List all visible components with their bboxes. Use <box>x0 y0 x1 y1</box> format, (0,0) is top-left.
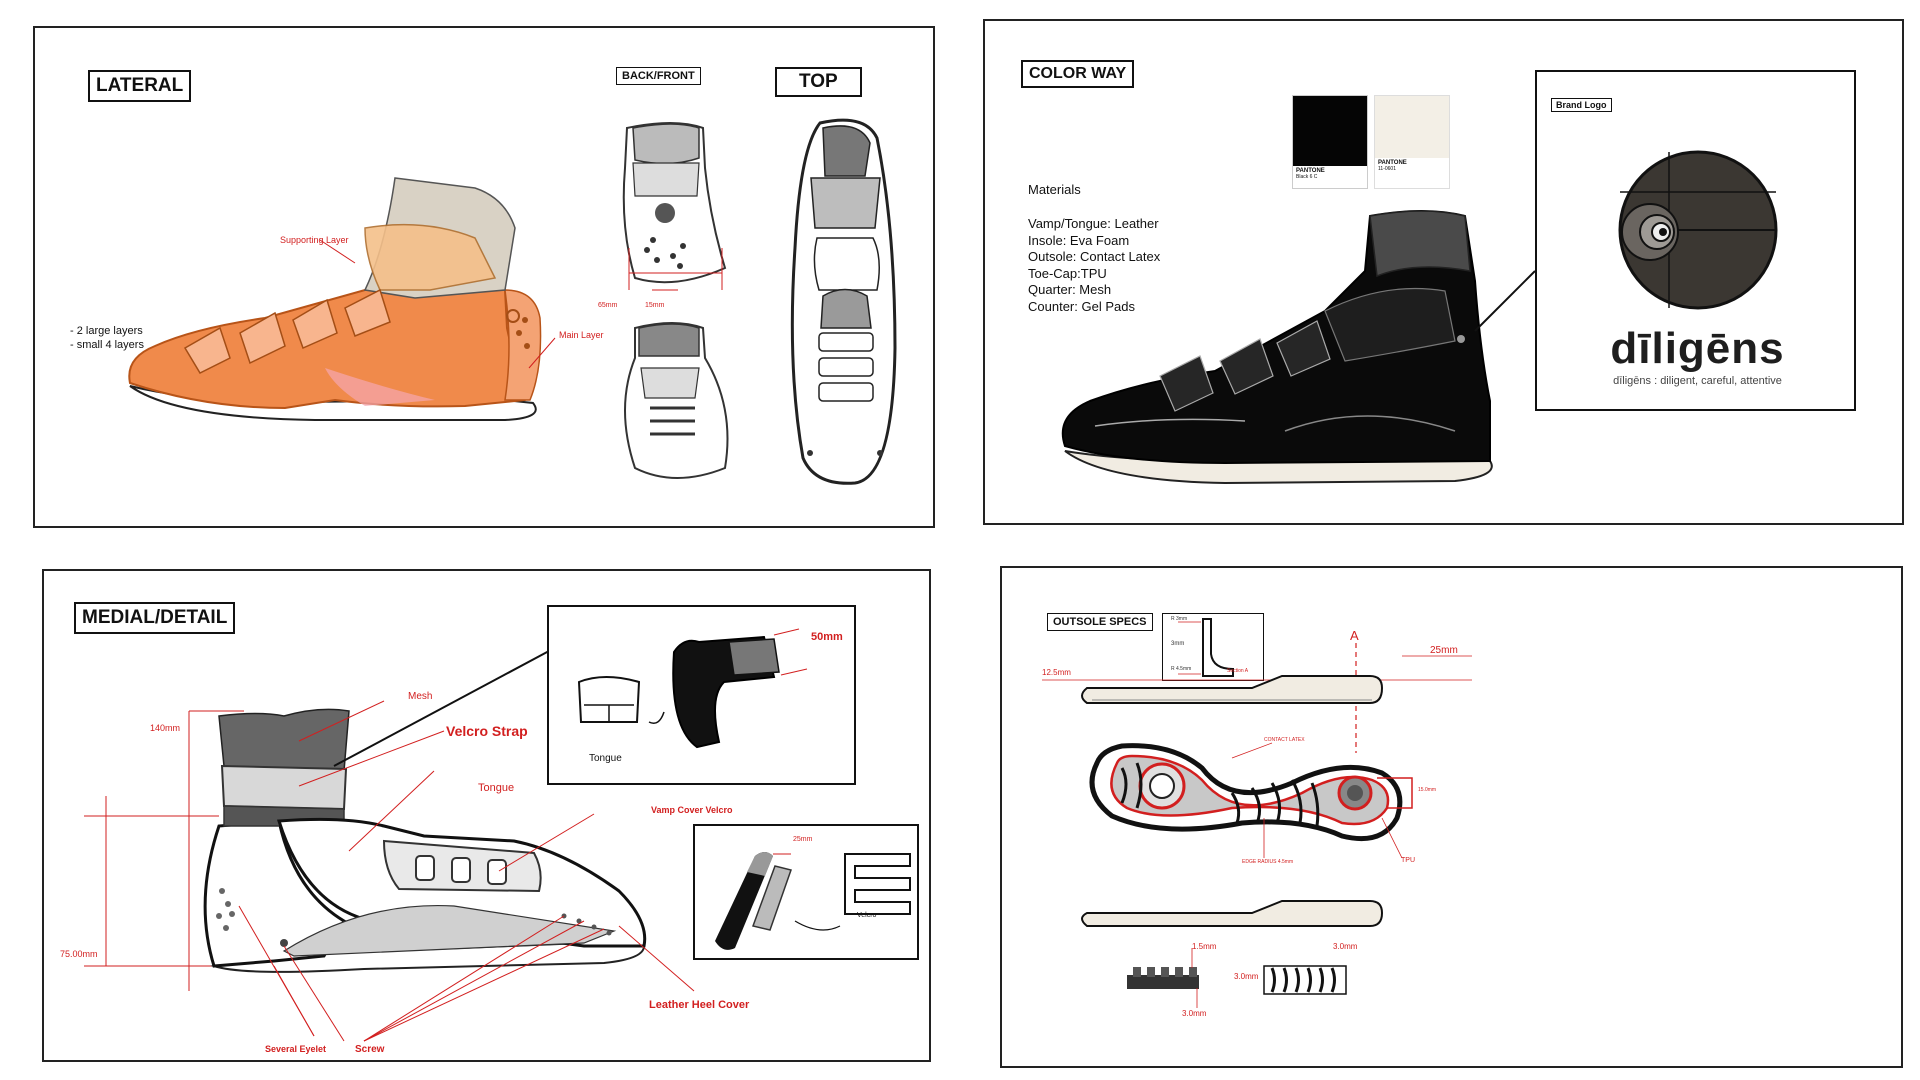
medial-detail-title: MEDIAL/DETAIL <box>74 602 236 634</box>
dim-25mm-outsole: 25mm <box>1430 645 1458 656</box>
dim-140mm: 140mm <box>150 723 181 733</box>
velcro-strap-label: Velcro Strap <box>446 723 528 739</box>
material-item: Counter: Gel Pads <box>1028 298 1135 314</box>
supporting-layer-label: Supporting Layer <box>280 235 349 245</box>
pantone-swatch-cream: PANTONE 11-0601 <box>1374 95 1450 189</box>
material-item: Quarter: Mesh <box>1028 282 1112 297</box>
swatch-brand: PANTONE <box>1296 168 1325 174</box>
section-a-inset: R 3mm 3mm R 4.5mm Section A <box>1162 613 1264 681</box>
swatch-brand: PANTONE <box>1378 160 1407 166</box>
brand-tagline: dīligēns : diligent, careful, attentive <box>1613 375 1782 387</box>
leather-heel-cover-label: Leather Heel Cover <box>649 999 750 1011</box>
outsole-specs-panel: OUTSOLE SPECS R 3mm 3mm R 4.5mm Section … <box>1000 566 1903 1068</box>
velcro-detail-inset: 25mm Velcro <box>693 824 919 960</box>
layers-note-1: - 2 large layers <box>70 325 143 337</box>
material-item: Vamp/Tongue: Leather <box>1028 216 1159 231</box>
swatch-name: Black 6 C <box>1296 174 1318 180</box>
dim-25mm: 25mm <box>793 836 813 843</box>
edge-radius-label: EDGE RADIUS 4.5mm <box>1242 859 1294 865</box>
back-front-title: BACK/FRONT <box>616 67 701 85</box>
outsole-drawing <box>1042 643 1472 1008</box>
material-item: Toe-Cap:TPU <box>1028 265 1107 281</box>
tpu-label: TPU <box>1401 857 1415 864</box>
dim-12-5mm: 12.5mm <box>1042 668 1071 677</box>
velcro-detail-drawing <box>715 852 911 950</box>
lateral-shoe-drawing <box>128 118 897 485</box>
materials-list: Vamp/Tongue: Leather Insole: Eva Foam Ou… <box>1028 216 1160 315</box>
tongue-detail-inset: 50mm Tongue <box>547 605 856 785</box>
color-way-panel: COLOR WAY Materials Vamp/Tongue: Leather… <box>983 19 1904 525</box>
tongue-label: Tongue <box>478 782 515 794</box>
main-layer-label: Main Layer <box>559 330 604 340</box>
outsole-specs-title: OUTSOLE SPECS <box>1047 613 1153 631</box>
dim-1-5mm: 1.5mm <box>1192 942 1217 951</box>
dim-65mm: 65mm <box>598 302 618 309</box>
tongue-detail-drawing <box>577 628 808 749</box>
medial-detail-panel: MEDIAL/DETAIL <box>42 569 931 1062</box>
material-item: Insole: Eva Foam <box>1028 232 1130 248</box>
materials-heading: Materials <box>1028 182 1081 197</box>
inset-top-dim: R 3mm <box>1171 616 1188 622</box>
brand-logo-mark <box>1618 150 1778 310</box>
color-way-title: COLOR WAY <box>1021 60 1135 88</box>
dim-15mm: 15mm <box>645 302 665 309</box>
inset-bottom-dim: R 4.5mm <box>1171 666 1192 672</box>
dim-3mm-mid: 3.0mm <box>1234 972 1259 981</box>
screw-label: Screw <box>355 1044 385 1055</box>
section-a-label: A <box>1350 628 1359 643</box>
swatch-name: 11-0601 <box>1378 166 1396 172</box>
top-title: TOP <box>775 67 862 97</box>
medial-shoe-drawing <box>84 650 695 1042</box>
inset-velcro-label: Velcro <box>857 912 877 919</box>
layers-note-2: - small 4 layers <box>70 339 144 351</box>
brand-logo-label: Brand Logo <box>1551 98 1612 112</box>
dim-50mm: 50mm <box>811 631 843 643</box>
dim-75mm: 75.00mm <box>60 949 98 959</box>
dim-3mm-right: 3.0mm <box>1333 942 1358 951</box>
lateral-panel: LATERAL BACK/FRONT TOP <box>33 26 935 528</box>
pantone-swatch-black: PANTONE Black 6 C <box>1292 95 1368 189</box>
inset-tongue-label: Tongue <box>589 753 622 764</box>
section-a-caption: Section A <box>1227 668 1249 674</box>
vamp-cover-velcro-label: Vamp Cover Velcro <box>651 805 733 815</box>
dim-3mm-bottom: 3.0mm <box>1182 1009 1207 1018</box>
contact-latex-label: CONTACT LATEX <box>1264 737 1305 743</box>
mesh-label: Mesh <box>408 691 433 702</box>
several-eyelet-label: Several Eyelet <box>265 1044 327 1054</box>
section-a-drawing <box>1178 618 1234 677</box>
brand-logo-box: Brand Logo dīligēns dīligēns : diligent,… <box>1535 70 1856 411</box>
lateral-title: LATERAL <box>88 70 192 102</box>
color-way-shoe-drawing <box>1061 210 1536 485</box>
dim-15mm-side: 15.0mm <box>1418 787 1437 793</box>
brand-name: dīligēns <box>1610 324 1785 373</box>
inset-3mm-dim: 3mm <box>1171 641 1185 647</box>
material-item: Outsole: Contact Latex <box>1028 249 1161 264</box>
